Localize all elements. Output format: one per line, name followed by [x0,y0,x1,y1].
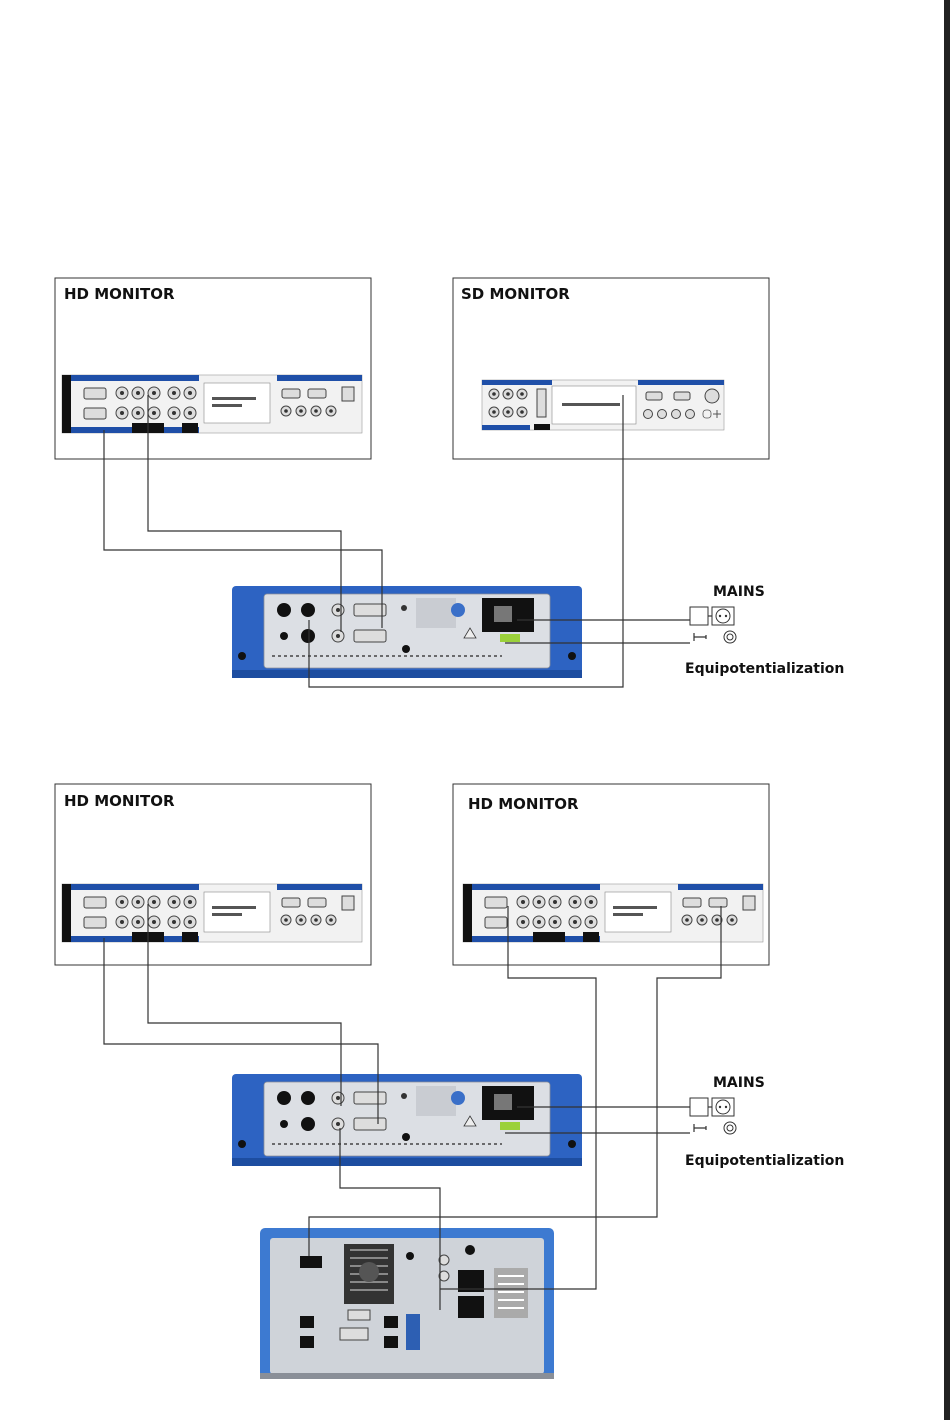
hd-monitor-rear-panel-bottom-left [62,884,362,942]
sd-monitor-box-top [453,278,769,459]
sd-monitor-label-top: SD MONITOR [461,285,570,303]
mains-socket-icon-bottom [690,1098,736,1134]
mains-label-bottom: MAINS [713,1075,765,1091]
page-edge-bar [944,0,950,1420]
controller-unit-top [232,586,582,678]
processor-unit [260,1228,554,1379]
hd-monitor-label-bottom-right: HD MONITOR [468,795,579,813]
hd-monitor-label-bottom-left: HD MONITOR [64,792,175,810]
top-diagram: HD MONITOR SD MONITOR MAINS Equipotentia… [55,278,844,687]
mains-label-top: MAINS [713,584,765,600]
equipotential-label-top: Equipotentialization [685,661,844,677]
bottom-diagram: HD MONITOR HD MONITOR MAINS Equipotentia… [55,784,844,1379]
hd-monitor-rear-panel-top [62,375,362,433]
equipotential-label-bottom: Equipotentialization [685,1153,844,1169]
hd-monitor-label-top: HD MONITOR [64,285,175,303]
mains-socket-icon-top [690,607,736,643]
sd-monitor-rear-panel [482,380,724,430]
controller-unit-bottom [232,1074,582,1166]
